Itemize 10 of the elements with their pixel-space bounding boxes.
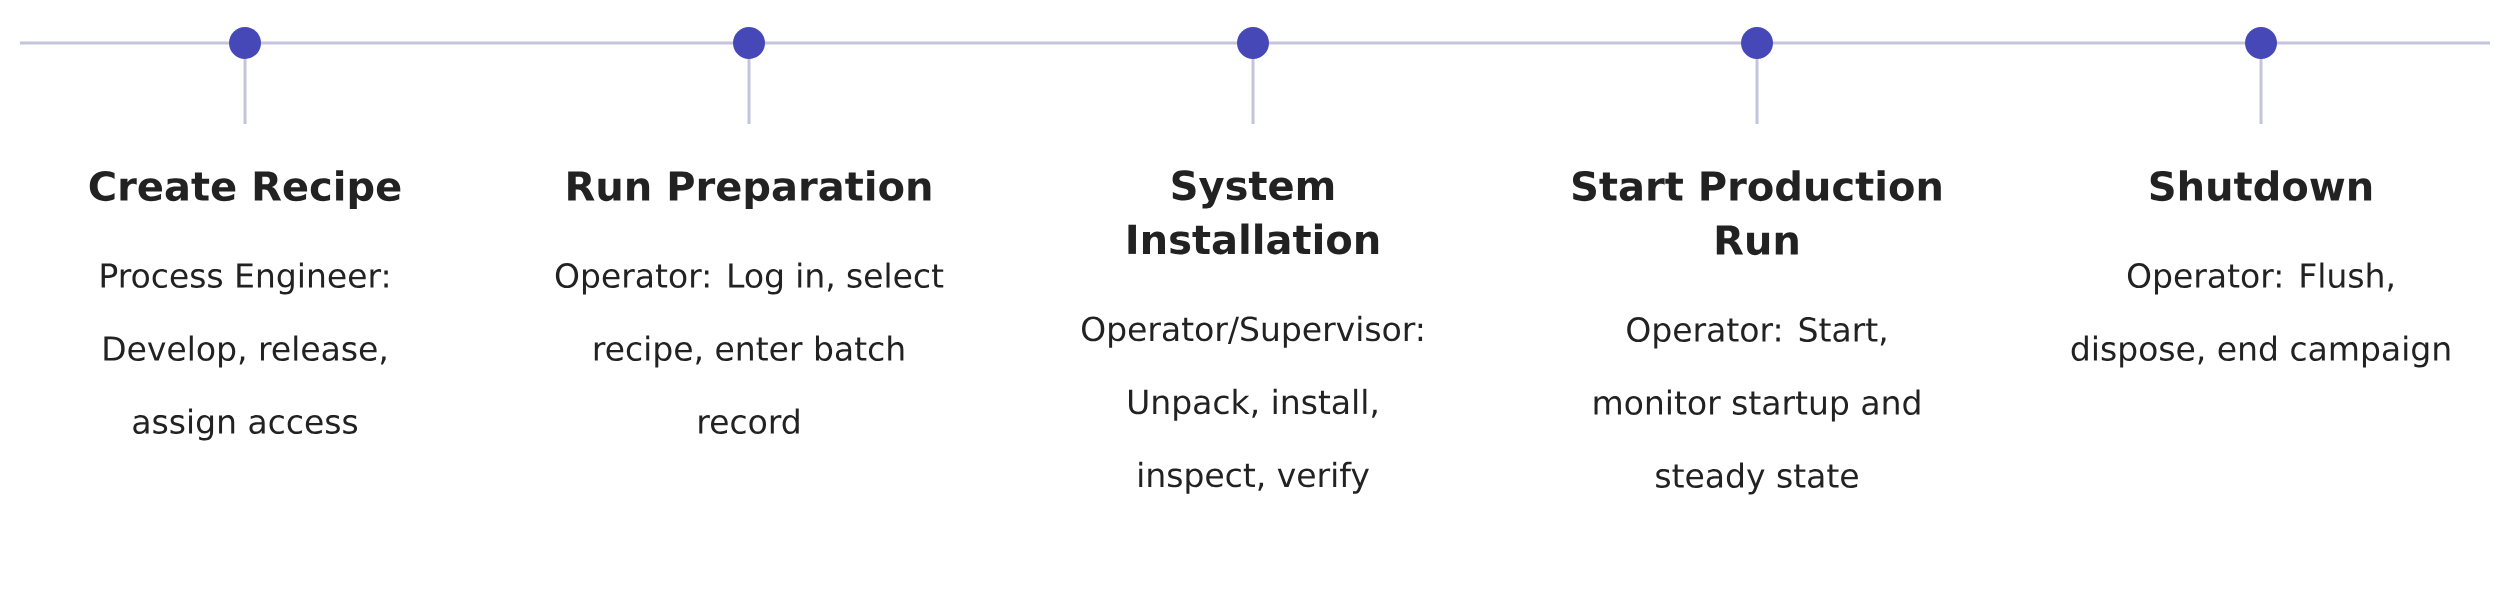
milestone-description: Operator: Log in, select recipe, enter batch record [555, 262, 944, 435]
milestone-description: Operator: Start, monitor startup and steady state [1594, 317, 1920, 495]
milestone-title: Shutdown [2150, 170, 2372, 202]
milestone-title: Create Recipe [89, 170, 401, 209]
milestone-title: System Installation [1128, 170, 1379, 255]
milestone-title: Start Production Run [1572, 170, 1941, 256]
milestone-description: Operator/Supervisor: Unpack, install, inspect, verify [1082, 315, 1423, 494]
milestone-title: Run Preparation [568, 170, 931, 209]
milestone-description: Operator: Flush, dispose, end campaign [2071, 262, 2450, 368]
milestone-description: Process Engineer: Develop, release, assign access [101, 262, 388, 441]
